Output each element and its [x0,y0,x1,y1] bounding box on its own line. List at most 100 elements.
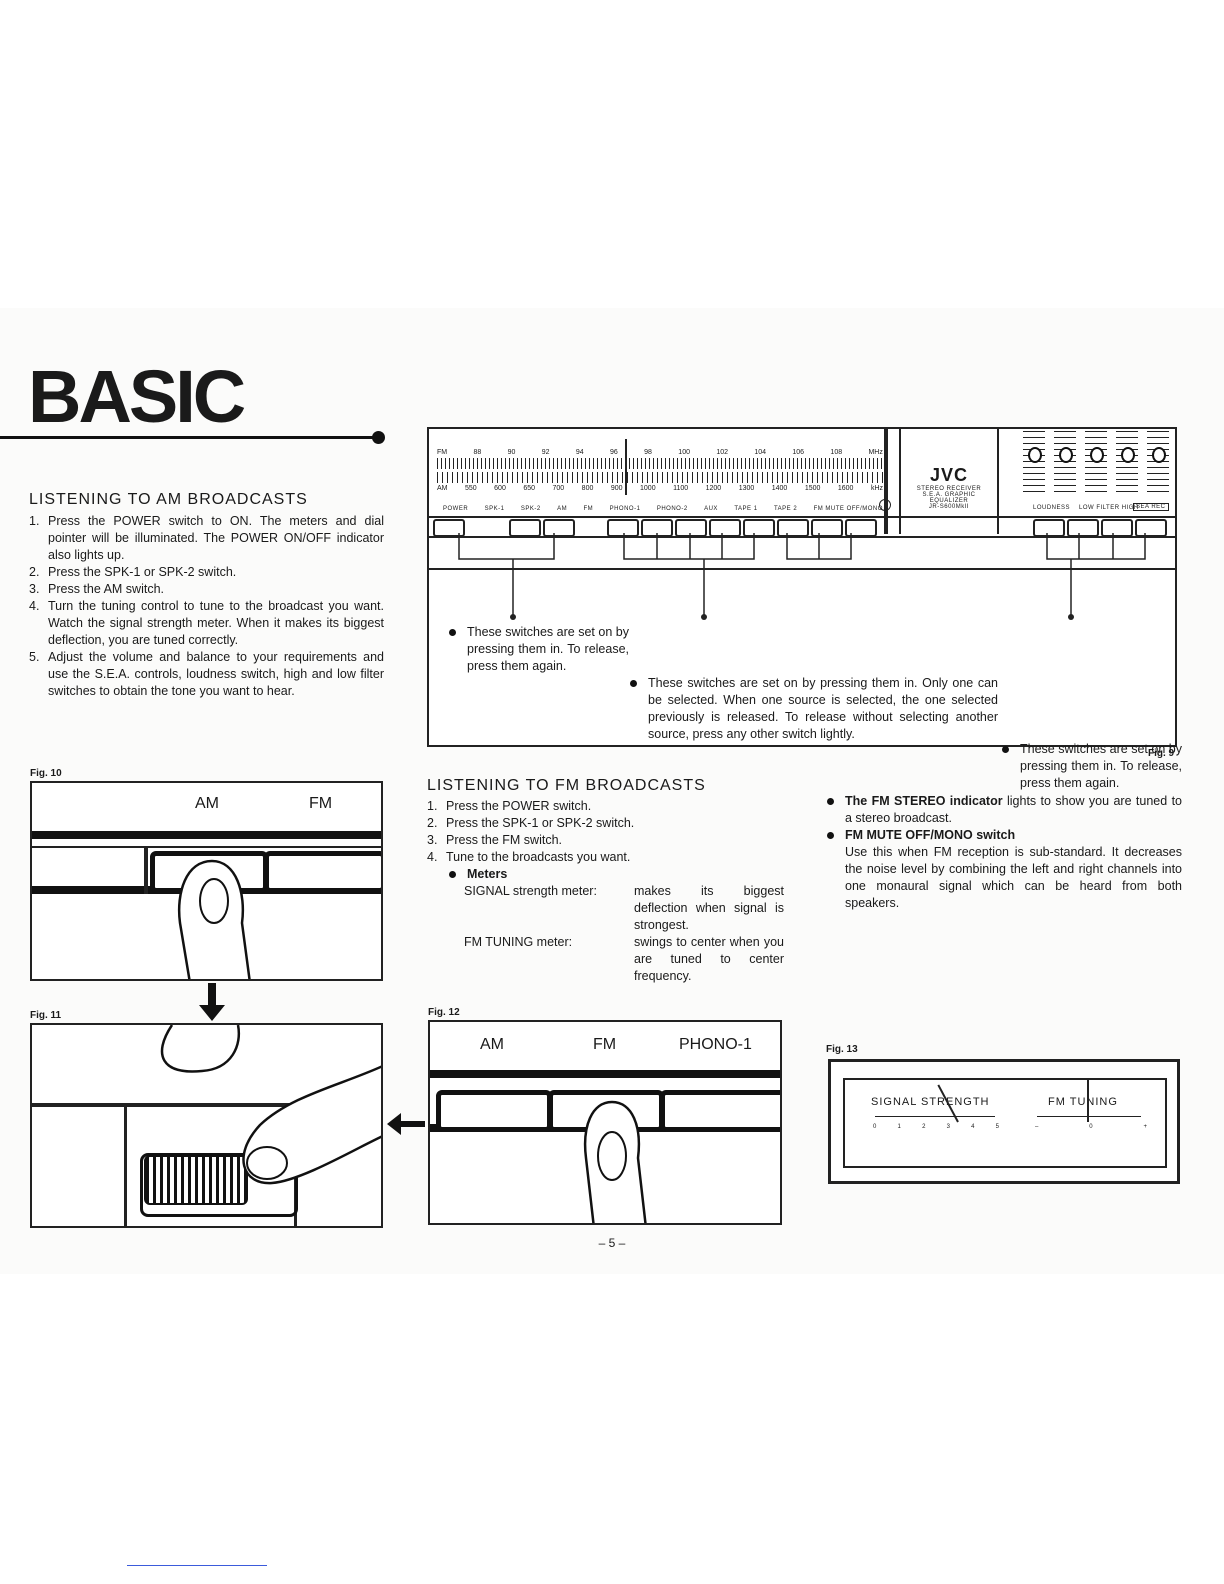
switch-label: AUX [704,506,718,512]
am-step: 3.Press the AM switch. [29,582,165,596]
signal-tick-label: 5 [995,1124,999,1130]
fig12-phono-label: PHONO-1 [679,1036,752,1053]
eq-slider[interactable] [1116,431,1138,495]
spk2-button[interactable] [543,519,575,537]
fig13-label: Fig. 13 [826,1044,858,1055]
speaker-buttons [509,519,575,537]
fm-button[interactable] [264,851,381,893]
switch-label: PHONO-1 [609,506,641,512]
fig12-am-label: AM [480,1036,504,1053]
tuning-tick-label: + [1143,1124,1147,1130]
tuning-needle [1087,1080,1089,1122]
fm-scale-label: 92 [541,449,550,456]
fm-scale-label: FM [437,449,448,456]
fm-scale-label: MHz [868,449,883,456]
signal-strength-label: SIGNAL STRENGTH [871,1096,990,1108]
eq-slider-knob[interactable] [1152,447,1166,463]
hand-turning-icon [160,1025,381,1185]
am-ticks [437,472,883,483]
eq-slider-knob[interactable] [1028,447,1042,463]
switch-label: FM [583,506,594,512]
fm-ticks [437,458,883,469]
power-button[interactable] [433,519,465,537]
am-button[interactable] [607,519,639,537]
power-buttons [433,519,465,537]
filter-label: LOW FILTER HIGH [1079,505,1139,511]
phono1-button[interactable] [660,1090,780,1132]
signal-tick-label: 4 [971,1124,975,1130]
filter-buttons [1033,519,1167,537]
tuning-knob[interactable] [144,1155,248,1205]
fig10-am-label: AM [195,795,219,812]
tape2-button[interactable] [811,519,843,537]
switch-label: TAPE 1 [734,506,758,512]
fm-indicators: The FM STEREO indicator lights to show y… [825,793,1182,912]
brand-subtitle: STEREO RECEIVER [916,486,982,492]
panel-edge [32,831,381,839]
fig10-fm-label: FM [309,795,333,812]
high-filter-button[interactable] [1101,519,1133,537]
fm-section: LISTENING TO FM BROADCASTS 1.Press the P… [427,777,797,985]
tuning-knob-recess [140,1153,298,1217]
meters-title: Meters [447,866,797,883]
eq-slider-knob[interactable] [1090,447,1104,463]
signal-tick-label: 3 [946,1124,950,1130]
fm-step: 4.Tune to the broadcasts you want. [427,850,631,864]
signal-scale [875,1116,995,1120]
signal-tick-label: 1 [897,1124,901,1130]
eq-slider[interactable] [1054,431,1076,495]
am-scale-label: 1100 [673,485,689,492]
fig10-illustration: AM FM [30,781,383,981]
switch-label: SPK-2 [520,506,541,512]
am-button[interactable] [436,1090,552,1132]
phono1-button[interactable] [675,519,707,537]
sea-rec-button[interactable] [1135,519,1167,537]
callout-lines [429,533,1175,620]
fm-mute-button[interactable] [845,519,877,537]
panel-edge [32,1103,381,1107]
eq-slider[interactable] [1023,431,1045,495]
dial-pointer [625,439,627,495]
meters-table: SIGNAL strength meter: makes its biggest… [464,883,797,985]
panel-divider [899,429,901,534]
low-filter-button[interactable] [1067,519,1099,537]
fig12-label: Fig. 12 [428,1007,460,1018]
tuning-scale [1037,1116,1141,1117]
fm-heading: LISTENING TO FM BROADCASTS [427,777,706,794]
left-arrow-icon [387,1113,425,1135]
am-step: 4.Turn the tuning control to tune to the… [29,599,384,647]
eq-slider-knob[interactable] [1059,447,1073,463]
am-scale-label: 650 [523,485,536,492]
title-rule [0,436,378,439]
signal-tick-label: 0 [873,1124,877,1130]
sea-equalizer [1017,431,1173,497]
finger-pressing-icon [583,1100,647,1223]
am-step: 1.Press the POWER switch to ON. The mete… [29,514,384,562]
fm-scale-label: 104 [754,449,767,456]
fm-step: 2.Press the SPK-1 or SPK-2 switch. [427,816,635,830]
sea-rec-badge: SEA REC [1133,503,1169,511]
aux-button[interactable] [743,519,775,537]
model-name: JR-S600MkII [928,504,970,510]
footer-link-underline [127,1565,267,1566]
eq-slider-knob[interactable] [1121,447,1135,463]
am-scale-label: 1600 [837,485,854,492]
loudness-button[interactable] [1033,519,1065,537]
tuning-tick-label: – [1035,1124,1039,1130]
fm-scale-label: 96 [610,449,618,456]
phono2-button[interactable] [709,519,741,537]
fig9-note: These switches are set on by pressing th… [628,675,998,743]
tape1-button[interactable] [777,519,809,537]
am-scale-label: 900 [610,485,623,492]
brand-block: JVC STEREO RECEIVER S.E.A. GRAPHIC EQUAL… [903,465,995,510]
eq-slider[interactable] [1085,431,1107,495]
fig12-illustration: AM FM PHONO-1 [428,1020,782,1225]
fig9-note: These switches are set on by pressing th… [1000,741,1182,792]
panel-edge [430,1070,780,1078]
tuning-ticks: –0+ [1035,1124,1147,1130]
eq-slider[interactable] [1147,431,1169,495]
spk1-button[interactable] [509,519,541,537]
mute-text: Use this when FM reception is sub-standa… [845,845,1182,910]
